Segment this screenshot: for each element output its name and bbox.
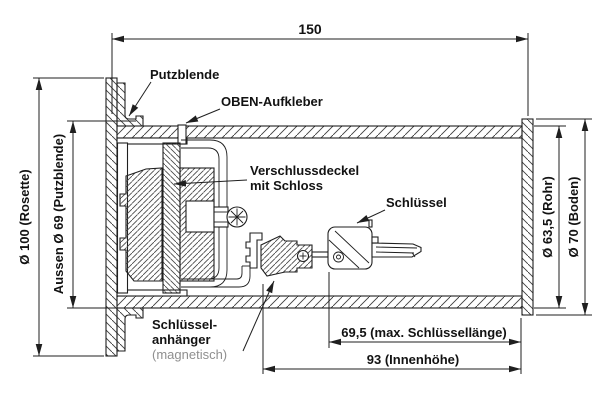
- verschlussdeckel-label-1: Verschlussdeckel: [250, 163, 359, 178]
- dim-boden-label: Ø 70 (Boden): [566, 177, 581, 258]
- key-emblem: [333, 251, 344, 263]
- putzblende-bottom-section: [116, 307, 144, 352]
- schluessel-label: Schlüssel: [386, 195, 447, 210]
- leader-line: [356, 209, 386, 224]
- callout-putzblende: Putzblende: [128, 67, 219, 117]
- leader-line: [242, 280, 275, 352]
- key-head: [327, 226, 373, 270]
- dimension-innenhoehe: 93 (Innenhöhe): [262, 284, 521, 374]
- key-emblem-inner: [336, 254, 341, 260]
- key-ring-rod: [311, 251, 329, 258]
- dim-rosette-label: Ø 100 (Rosette): [17, 169, 32, 264]
- anhaenger-hook: [245, 232, 263, 269]
- dimension-schluessellaenge: 69,5 (max. Schlüssellänge): [328, 272, 522, 374]
- schluesselanhaenger: [245, 232, 329, 277]
- dimension-boden-70: Ø 70 (Boden): [536, 118, 592, 316]
- lock-cam-shank: [213, 206, 229, 228]
- key-shoulder-step: [371, 236, 379, 244]
- anhaenger-strap-inner: [210, 266, 243, 280]
- callout-anhaenger: Schlüssel- anhänger (magnetisch): [152, 280, 275, 362]
- keyway-slot: [185, 200, 215, 233]
- dim-150-label: 150: [298, 21, 322, 37]
- key-head-shading: [328, 239, 360, 269]
- lock-assembly: [119, 139, 251, 294]
- key-blade: [371, 242, 422, 258]
- lock-cylinder-body: [119, 167, 163, 282]
- dim-rohr-label: Ø 63,5 (Rohr): [540, 176, 555, 258]
- key-head-shading: [334, 230, 370, 264]
- leader-line: [128, 81, 152, 117]
- verschlussdeckel-label-2: mit Schloss: [250, 178, 323, 193]
- tube-section: [116, 118, 534, 316]
- rosette-plate: [105, 77, 118, 357]
- leader-line: [185, 108, 221, 124]
- key-blade-groove: [375, 251, 415, 254]
- dimension-150: 150: [111, 21, 529, 116]
- callout-schluessel: Schlüssel: [356, 195, 447, 224]
- oben-aufkleber-sticker: [177, 124, 187, 145]
- leader-line: [173, 179, 248, 187]
- tube-bottom-wall: [116, 295, 523, 309]
- lock-mounting-bar: [162, 142, 181, 294]
- dimension-rohr-63-5: Ø 63,5 (Rohr): [534, 125, 566, 309]
- callout-oben-aufkleber: OBEN-Aufkleber: [185, 94, 323, 124]
- anhaenger-strap-outer: [210, 266, 251, 288]
- schluessel-key: [327, 219, 422, 270]
- anhaenger-label-2: anhänger: [152, 332, 211, 347]
- key-blade-groove: [375, 246, 418, 249]
- dim-laenge-label: 69,5 (max. Schlüssellänge): [341, 325, 506, 340]
- tube-boden-plate: [521, 118, 534, 316]
- dim-aussen-label: Aussen Ø 69 (Putzblende): [51, 134, 66, 294]
- oben-aufkleber-label: OBEN-Aufkleber: [221, 94, 323, 109]
- dimension-putzblende-69: Aussen Ø 69 (Putzblende): [51, 120, 136, 309]
- phillips-rays: [228, 208, 246, 226]
- dimension-rosette-100: Ø 100 (Rosette): [17, 77, 104, 357]
- anhaenger-label-3: (magnetisch): [152, 347, 227, 362]
- callout-verschlussdeckel: Verschlussdeckel mit Schloss: [173, 163, 359, 193]
- key-shoulder-pin: [368, 219, 373, 228]
- putzblende-label: Putzblende: [150, 67, 219, 82]
- anhaenger-body: [260, 235, 313, 277]
- putzblende-top-section: [116, 82, 144, 127]
- key-blade-notch: [411, 252, 416, 258]
- anhaenger-label-1: Schlüssel-: [152, 317, 217, 332]
- dim-innen-label: 93 (Innenhöhe): [367, 352, 459, 367]
